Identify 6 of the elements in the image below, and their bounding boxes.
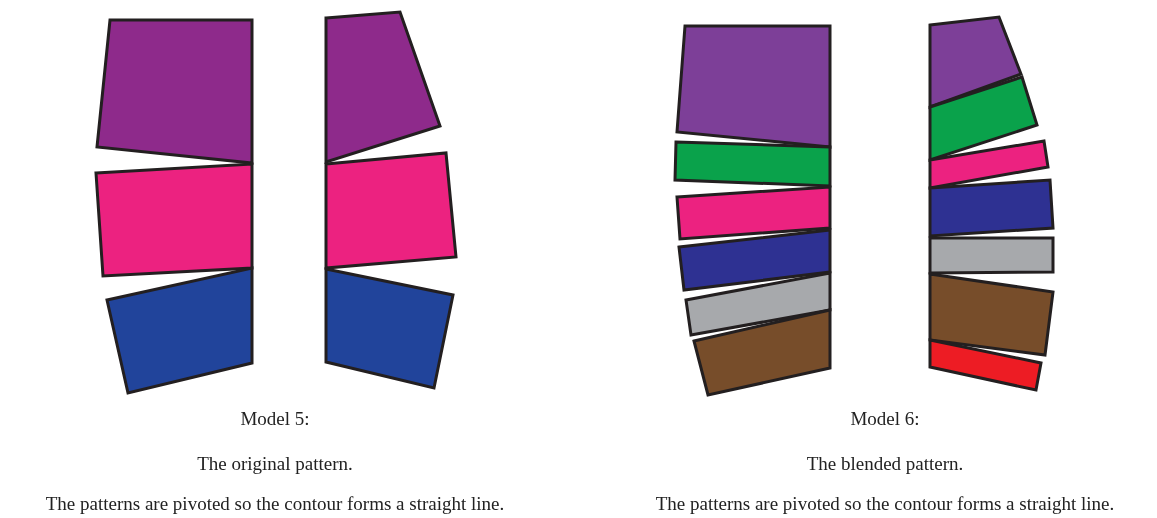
caption-note: The patterns are pivoted so the contour forms a straight line. bbox=[45, 493, 505, 515]
figure-caption: Model 6: bbox=[850, 408, 920, 430]
figure-caption: The original pattern. bbox=[197, 453, 353, 475]
figure-caption: The blended pattern. bbox=[806, 453, 964, 475]
figure-caption: Model 5: bbox=[240, 408, 310, 430]
caption-note: The patterns are pivoted so the contour forms a straight line. bbox=[655, 493, 1115, 515]
